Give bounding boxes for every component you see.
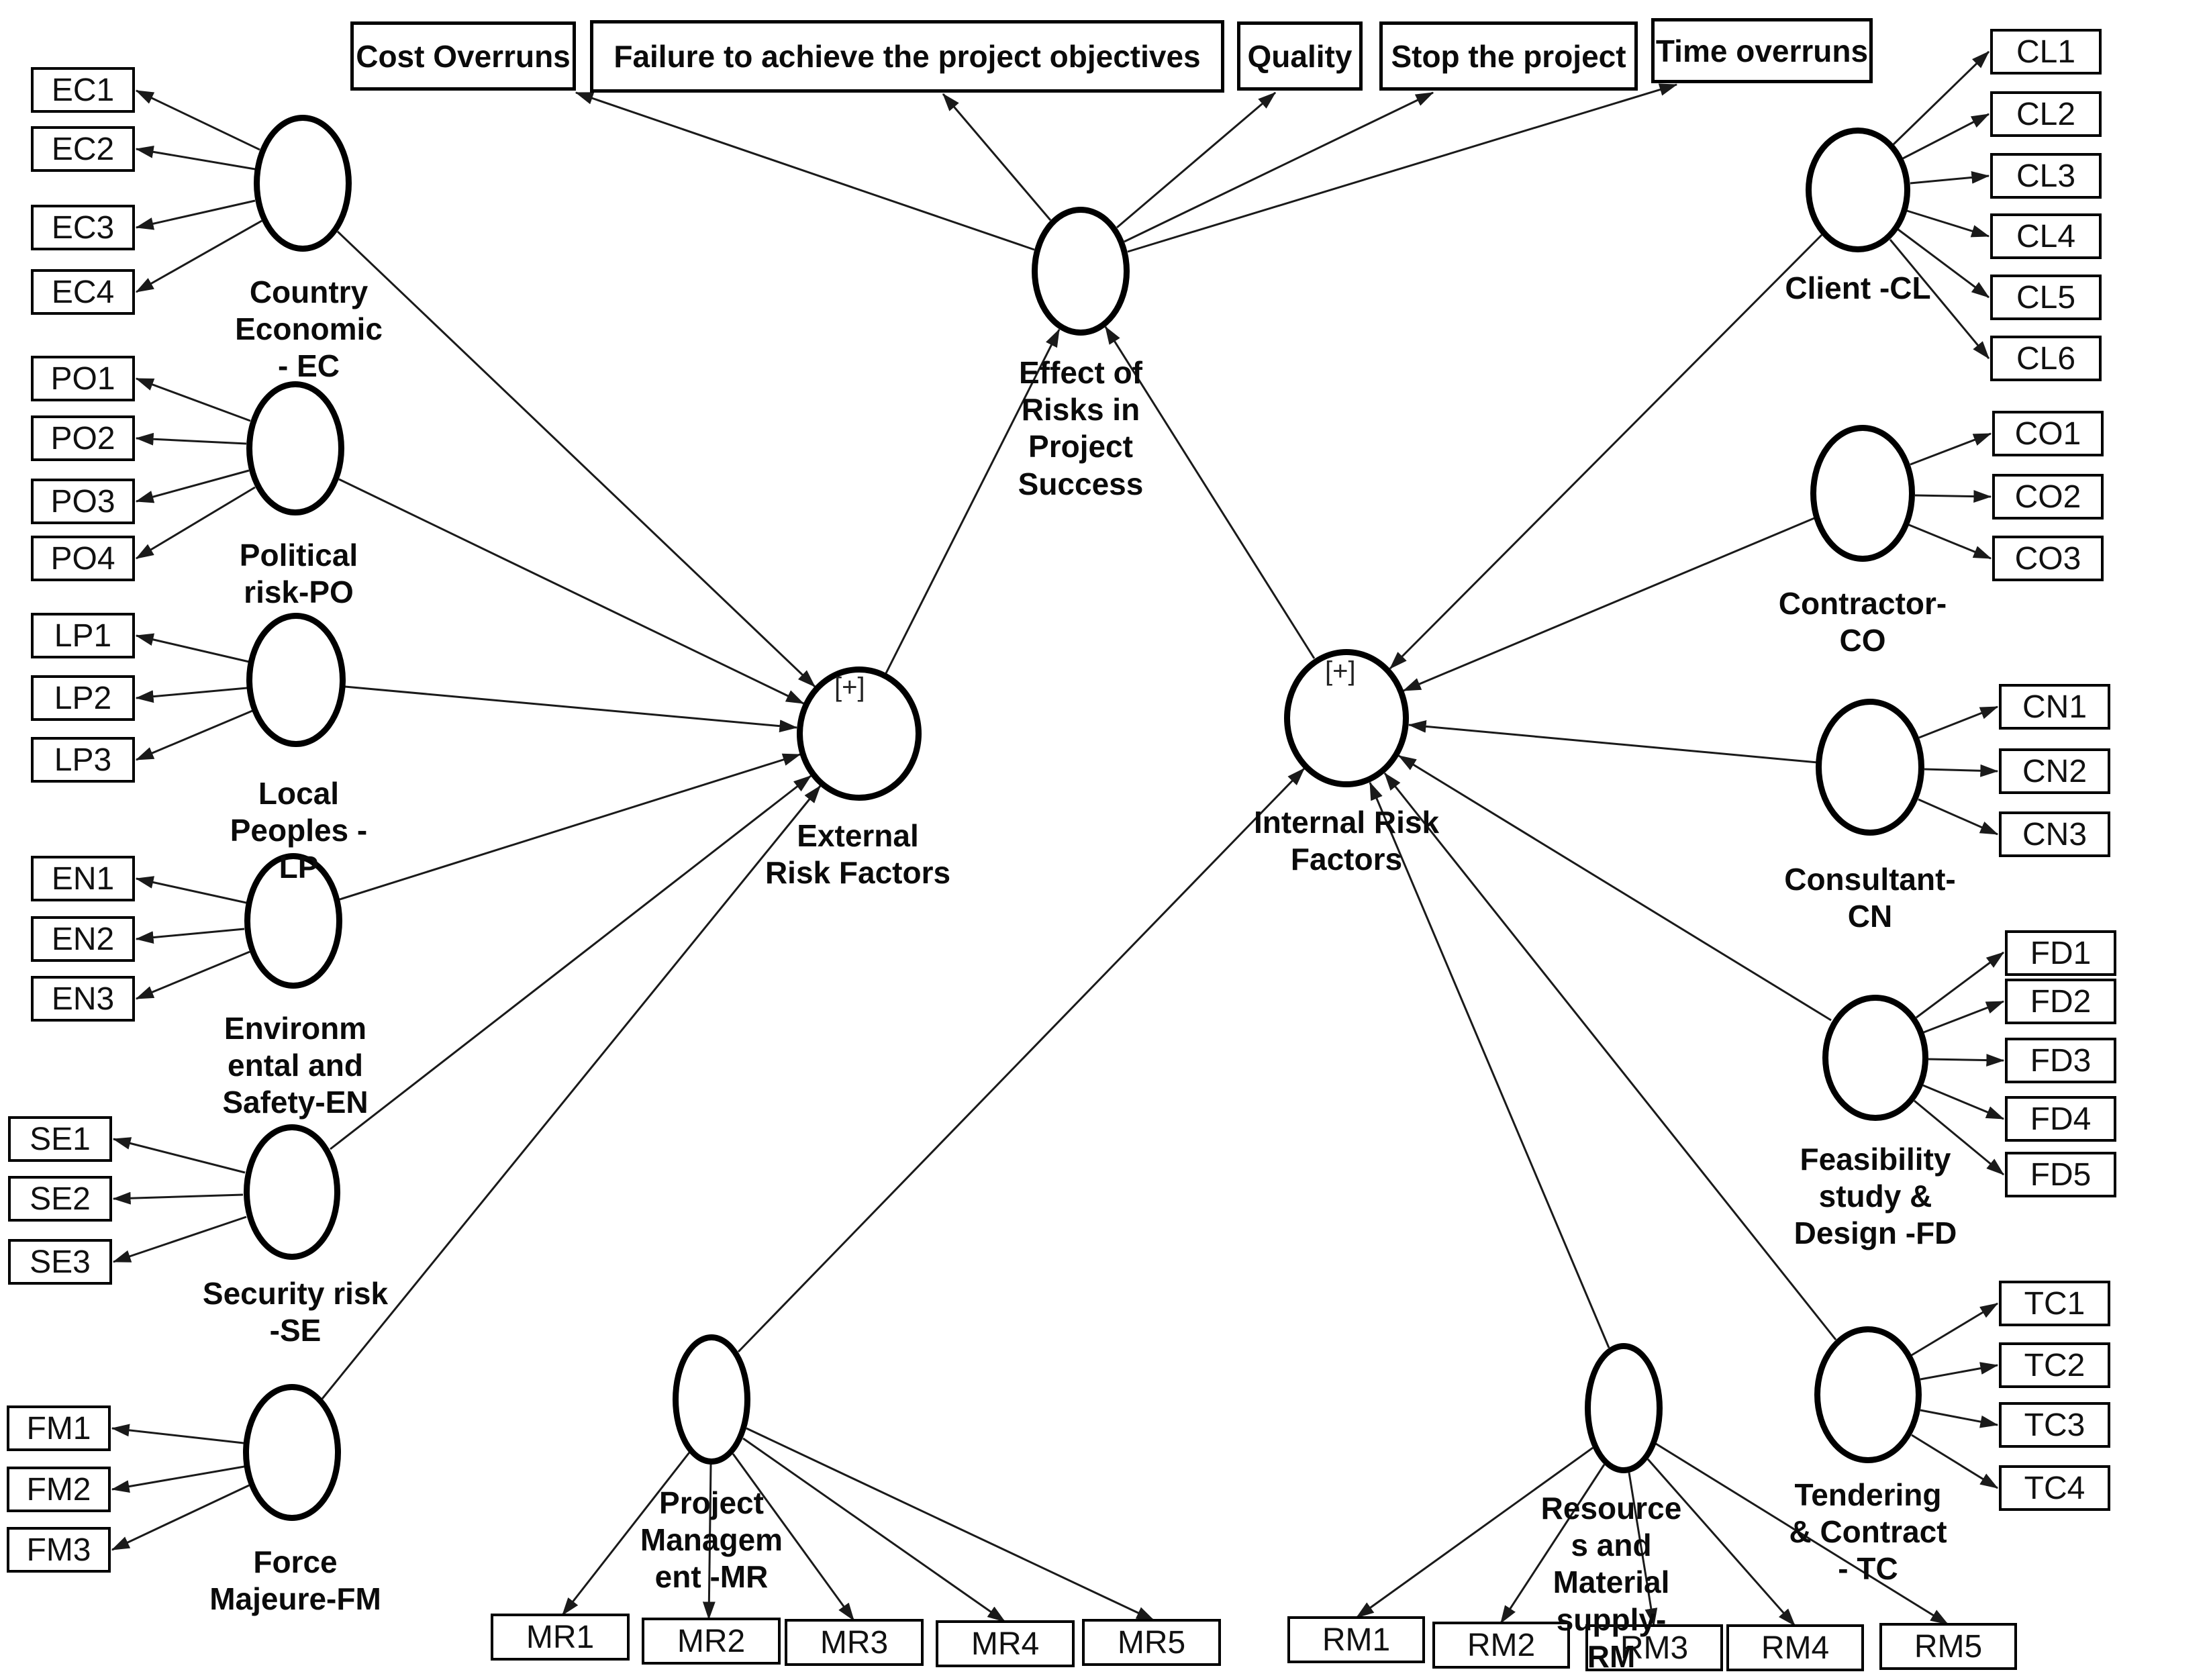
indicator-box-fm2: FM2 <box>7 1467 111 1512</box>
construct-label-en: Environmental and Safety-EN <box>222 1011 368 1120</box>
construct-label-se: Security risk -SE <box>202 1276 389 1348</box>
indicator-box-fm1: FM1 <box>7 1405 111 1451</box>
indicator-box-lp1: LP1 <box>31 613 135 658</box>
construct-label-co: Contractor-CO <box>1778 586 1947 658</box>
plus-badge-internal: [+] <box>1325 656 1356 686</box>
construct-label-po: Political risk-PO <box>239 538 358 610</box>
construct-label-cl: Client -CL <box>1785 270 1931 305</box>
construct-label-ec: Country Economic - EC <box>235 275 383 384</box>
indicator-box-cn2: CN2 <box>1999 748 2110 794</box>
construct-ellipse-cl <box>1806 128 1910 252</box>
indicator-box-fd5: FD5 <box>2005 1152 2116 1197</box>
indicator-box-cn1: CN1 <box>1999 684 2110 730</box>
indicator-box-lp3: LP3 <box>31 737 135 783</box>
indicator-box-tc1: TC1 <box>1999 1281 2110 1326</box>
indicator-box-cl2: CL2 <box>1990 91 2102 137</box>
outcome-box-time-overruns: Time overruns <box>1651 18 1873 83</box>
indicator-box-po1: PO1 <box>31 356 135 401</box>
indicator-box-co1: CO1 <box>1992 411 2104 456</box>
construct-label-external: External Risk Factors <box>765 818 951 891</box>
indicator-box-mr3: MR3 <box>785 1619 924 1666</box>
indicator-box-tc3: TC3 <box>1999 1402 2110 1448</box>
construct-ellipse-fd <box>1822 995 1928 1121</box>
indicator-box-tc4: TC4 <box>1999 1465 2110 1511</box>
construct-label-fd: Feasibility study & Design -FD <box>1794 1142 1957 1251</box>
outcome-box-quality: Quality <box>1237 21 1363 91</box>
construct-label-fm: Force Majeure-FM <box>209 1544 381 1617</box>
indicator-box-po4: PO4 <box>31 536 135 581</box>
indicator-box-cl3: CL3 <box>1990 153 2102 199</box>
outcome-box-cost-overruns: Cost Overruns <box>350 21 576 91</box>
indicator-box-fd4: FD4 <box>2005 1096 2116 1142</box>
indicator-box-mr5: MR5 <box>1082 1619 1221 1666</box>
construct-label-tc: Tendering & Contract - TC <box>1789 1477 1947 1587</box>
indicator-box-rm4: RM4 <box>1726 1624 1864 1671</box>
indicator-box-fd2: FD2 <box>2005 979 2116 1024</box>
construct-ellipse-co <box>1810 425 1915 562</box>
indicator-box-rm2: RM2 <box>1432 1622 1570 1669</box>
construct-ellipse-fm <box>243 1384 341 1521</box>
indicator-arrows <box>111 50 2005 1627</box>
plus-badge-external: [+] <box>834 673 865 702</box>
indicator-box-en2: EN2 <box>31 916 135 962</box>
indicator-box-fm3: FM3 <box>7 1527 111 1573</box>
indicator-box-en3: EN3 <box>31 976 135 1022</box>
indicator-box-se2: SE2 <box>8 1176 112 1222</box>
construct-label-lp: Local Peoples -LP <box>230 776 368 885</box>
indicator-box-cn3: CN3 <box>1999 811 2110 857</box>
indicator-box-tc2: TC2 <box>1999 1342 2110 1388</box>
indicator-box-mr2: MR2 <box>642 1618 781 1665</box>
construct-ellipse-mr <box>673 1334 750 1465</box>
indicator-box-fd3: FD3 <box>2005 1038 2116 1083</box>
indicator-box-fd1: FD1 <box>2005 930 2116 976</box>
construct-ellipse-lp <box>246 613 346 747</box>
construct-label-mr: Project Management -MR <box>640 1485 783 1595</box>
construct-ellipse-se <box>244 1124 340 1260</box>
indicator-box-ec1: EC1 <box>31 67 135 113</box>
indicator-box-ec3: EC3 <box>31 205 135 250</box>
indicator-box-ec2: EC2 <box>31 126 135 172</box>
indicator-box-cl6: CL6 <box>1990 336 2102 381</box>
indicator-box-ec4: EC4 <box>31 269 135 315</box>
construct-ellipse-rm <box>1585 1343 1663 1473</box>
construct-ellipse-internal <box>1284 649 1409 787</box>
indicator-box-mr1: MR1 <box>491 1614 630 1661</box>
construct-ellipse-en <box>244 853 342 989</box>
indicator-box-rm5: RM5 <box>1879 1623 2017 1670</box>
indicator-box-en1: EN1 <box>31 856 135 901</box>
indicator-box-cl5: CL5 <box>1990 275 2102 320</box>
construct-ellipse-external <box>797 666 922 801</box>
indicator-box-po2: PO2 <box>31 415 135 461</box>
indicator-box-co3: CO3 <box>1992 536 2104 581</box>
construct-ellipse-ec <box>254 115 352 252</box>
construct-label-cn: Consultant-CN <box>1784 862 1956 934</box>
construct-ellipse-cn <box>1816 699 1924 836</box>
indicator-box-mr4: MR4 <box>936 1620 1075 1667</box>
construct-label-effect: Effect of Risks in Project Success <box>1018 355 1144 501</box>
indicator-box-cl4: CL4 <box>1990 213 2102 259</box>
construct-label-rm: Resources and Material supply-RM <box>1540 1491 1682 1674</box>
outcome-box-failure-objectives: Failure to achieve the project objective… <box>590 20 1224 93</box>
indicator-box-lp2: LP2 <box>31 675 135 721</box>
construct-ellipse-tc <box>1814 1326 1922 1463</box>
structural-arrows <box>321 83 1837 1399</box>
indicator-box-co2: CO2 <box>1992 474 2104 520</box>
outcome-box-stop-project: Stop the project <box>1379 21 1638 91</box>
indicator-box-rm3: RM3 <box>1585 1624 1723 1671</box>
construct-label-internal: Internal Risk Factors <box>1253 805 1440 877</box>
indicator-box-se1: SE1 <box>8 1116 112 1162</box>
indicator-box-po3: PO3 <box>31 479 135 524</box>
indicator-box-rm1: RM1 <box>1287 1616 1425 1663</box>
construct-ellipse-po <box>246 381 344 515</box>
indicator-box-cl1: CL1 <box>1990 29 2102 75</box>
indicator-box-se3: SE3 <box>8 1239 112 1285</box>
construct-ellipse-effect <box>1032 207 1130 336</box>
